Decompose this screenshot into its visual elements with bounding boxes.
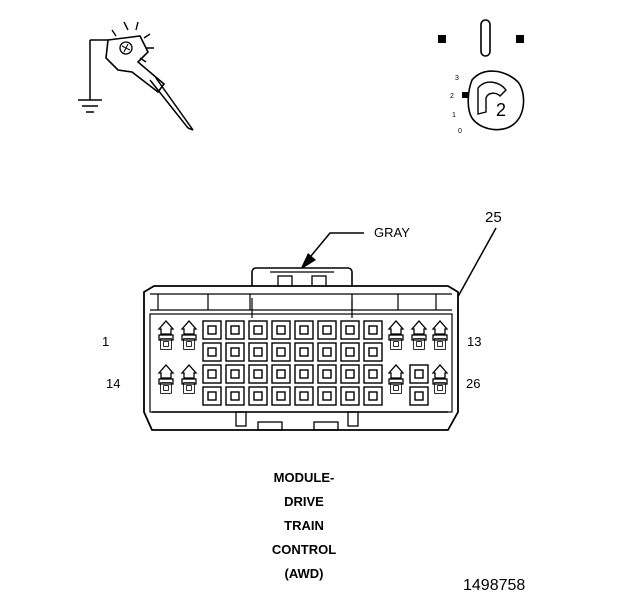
caption-line-2: DRIVE xyxy=(284,494,324,509)
caption-line-5: (AWD) xyxy=(284,566,324,581)
ignition-position-label: 2 xyxy=(496,100,506,120)
pin-label-14: 14 xyxy=(106,376,120,391)
ignition-scale-3: 3 xyxy=(455,75,459,82)
pin-label-13: 13 xyxy=(467,334,481,349)
ignition-scale-0: 0 xyxy=(458,128,462,135)
test-light-probe-icon xyxy=(105,21,194,131)
caption-line-4: CONTROL xyxy=(271,542,337,557)
gray-label-leader xyxy=(300,232,364,270)
pin-label-1: 1 xyxy=(102,334,109,349)
connector-color-label: GRAY xyxy=(374,225,410,240)
ignition-scale-1: 1 xyxy=(452,112,456,119)
caption-line-1: MODULE- xyxy=(273,470,335,485)
pin-label-26: 26 xyxy=(466,376,480,391)
figure-number: 1498758 xyxy=(463,577,525,594)
connector-body xyxy=(143,267,459,431)
caption-line-3: TRAIN xyxy=(284,518,324,533)
ignition-scale-2: 2 xyxy=(450,93,454,100)
callout-pin-label: 25 xyxy=(485,209,502,226)
connector-caption: MODULE- DRIVE TRAIN CONTROL (AWD) xyxy=(244,466,364,586)
ignition-switch-icon: 3 2 1 0 2 xyxy=(438,19,525,135)
ground-symbol-icon xyxy=(78,39,108,113)
